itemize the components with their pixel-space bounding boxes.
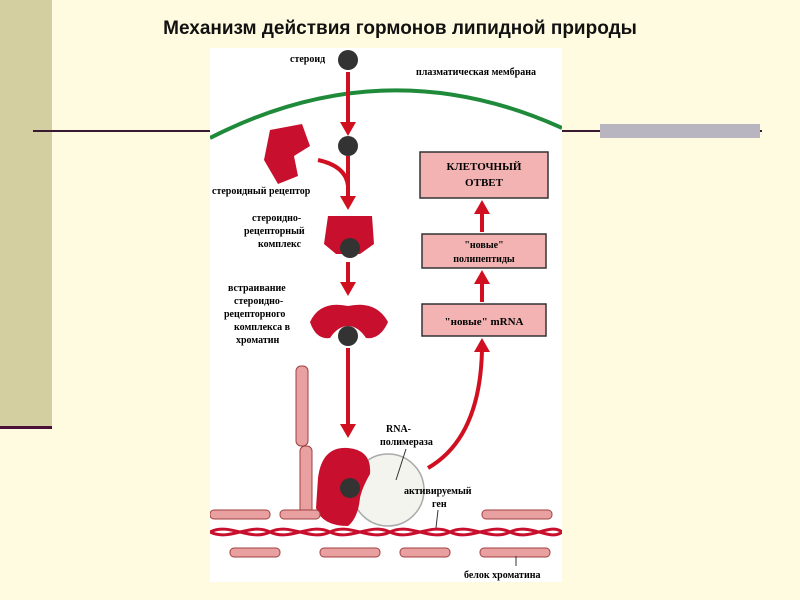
arrow-head [340,424,356,438]
insertion-steroid [338,326,358,346]
steroid-label: стероид [290,54,325,65]
box-response-line1: КЛЕТОЧНЫЙ [447,161,522,173]
complex-label-line3: комплекс [258,239,302,250]
receptor-label: стероидный рецептор [212,186,311,197]
membrane-label: плазматическая мембрана [416,67,536,78]
arrow-gene-to-mrna [426,349,484,470]
gene-label-line2: ген [432,499,447,510]
box-new-mrna [421,303,547,337]
right-rule-block [600,124,760,138]
left-decor-underline [0,426,52,429]
gene-pointer [435,509,439,529]
diagram-panel: плазматическая мембрана стероид стероидн… [209,48,563,582]
chromatin-protein-label: белок хроматина [464,570,540,581]
steroid-receptor-complex [324,216,374,254]
arrow-head [340,196,356,210]
complex-steroid [340,238,360,258]
insertion-label-line5: хроматин [236,335,280,346]
chromatin-rods-top [209,509,553,520]
insertion-label-line3: рецепторного [224,309,285,320]
chromatin-fiber-lower [299,445,313,517]
complex-label-line1: стероидно- [252,213,301,224]
chromatin-fiber-upper [295,365,309,447]
plasma-membrane [209,88,563,140]
insertion-complex [310,304,388,339]
box-cell-response [419,151,549,199]
rna-pointer [395,448,407,481]
rna-label-line2: полимераза [380,437,433,448]
insertion-label-line4: комплекса в [234,322,291,333]
box-new-polypeptides [421,233,547,269]
arrow-head [474,338,490,352]
insertion-label-line1: встраивание [228,283,286,294]
gene-label-line1: активируемый [404,486,472,497]
left-decor-band [0,0,52,428]
chromatin-rods-bottom [229,547,551,558]
dna-strand-b [209,527,563,537]
steroid-receptor [264,124,310,184]
box-new-mrna-text: "новые" mRNA [445,316,524,328]
arrow-head [340,122,356,136]
bound-steroid [340,478,360,498]
box-response-line2: ОТВЕТ [465,177,504,189]
box-polypeptides-line2: полипептиды [453,254,515,265]
rna-label-line1: RNA- [386,424,411,435]
arrow-head [340,282,356,296]
left-rule-line [33,130,213,132]
steroid-inside [338,136,358,156]
box-polypeptides-line1: "новые" [464,240,503,251]
insertion-label-line2: стероидно- [234,296,283,307]
complex-label-line2: рецепторный [244,226,305,237]
slide-title: Механизм действия гормонов липидной прир… [163,18,637,39]
arrow-head [474,270,490,284]
arrow-head [474,200,490,214]
hormone-mechanism-diagram: плазматическая мембрана стероид стероидн… [209,48,563,582]
steroid-molecule [338,50,358,70]
